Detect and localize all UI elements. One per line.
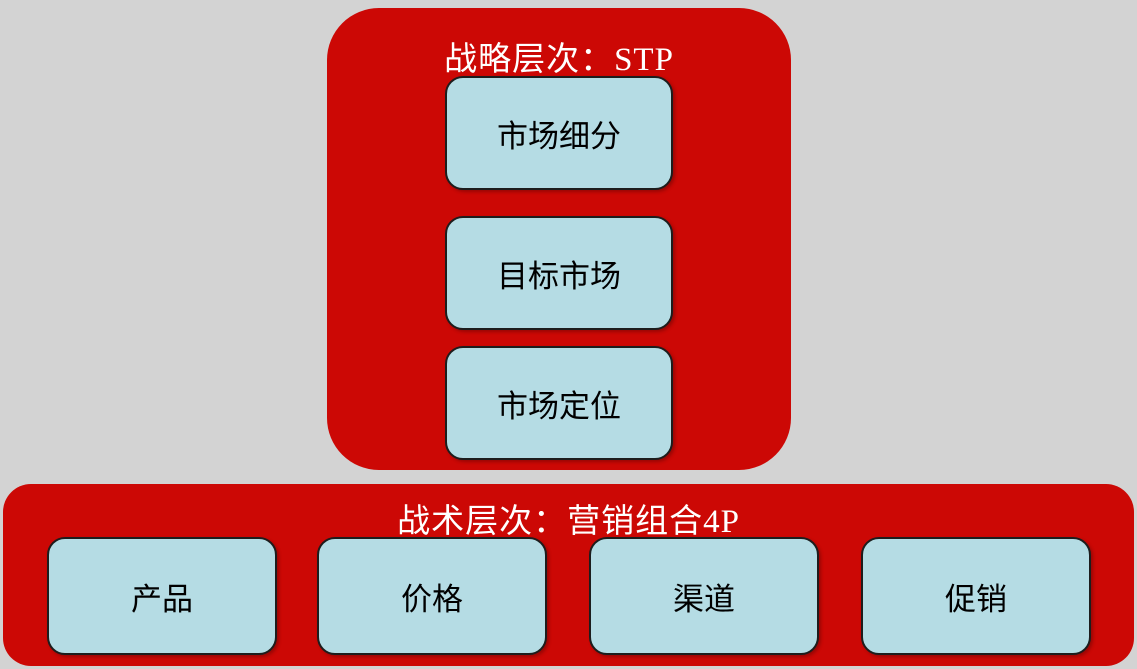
strategy-box-market-segmentation: 市场细分 bbox=[445, 76, 673, 190]
tactic-box-label: 促销 bbox=[945, 581, 1007, 617]
strategy-box-market-positioning: 市场定位 bbox=[445, 346, 673, 460]
strategy-level-container: 战略层次：STP 市场细分 目标市场 市场定位 bbox=[327, 8, 791, 470]
strategy-box-target-market: 目标市场 bbox=[445, 216, 673, 330]
tactic-box-price: 价格 bbox=[317, 537, 547, 655]
tactic-level-title: 战术层次：营销组合4P bbox=[397, 504, 740, 540]
tactic-box-promotion: 促销 bbox=[861, 537, 1091, 655]
strategy-box-label: 市场定位 bbox=[497, 388, 621, 424]
strategy-box-label: 市场细分 bbox=[497, 118, 621, 154]
strategy-box-label: 目标市场 bbox=[497, 258, 621, 294]
tactic-box-label: 价格 bbox=[401, 581, 463, 617]
tactic-box-label: 渠道 bbox=[673, 581, 735, 617]
tactic-level-container: 战术层次：营销组合4P 产品 价格 渠道 促销 bbox=[3, 484, 1134, 666]
tactic-box-channel: 渠道 bbox=[589, 537, 819, 655]
tactic-box-product: 产品 bbox=[47, 537, 277, 655]
tactic-box-label: 产品 bbox=[131, 581, 193, 617]
strategy-level-title: 战略层次：STP bbox=[444, 42, 674, 78]
